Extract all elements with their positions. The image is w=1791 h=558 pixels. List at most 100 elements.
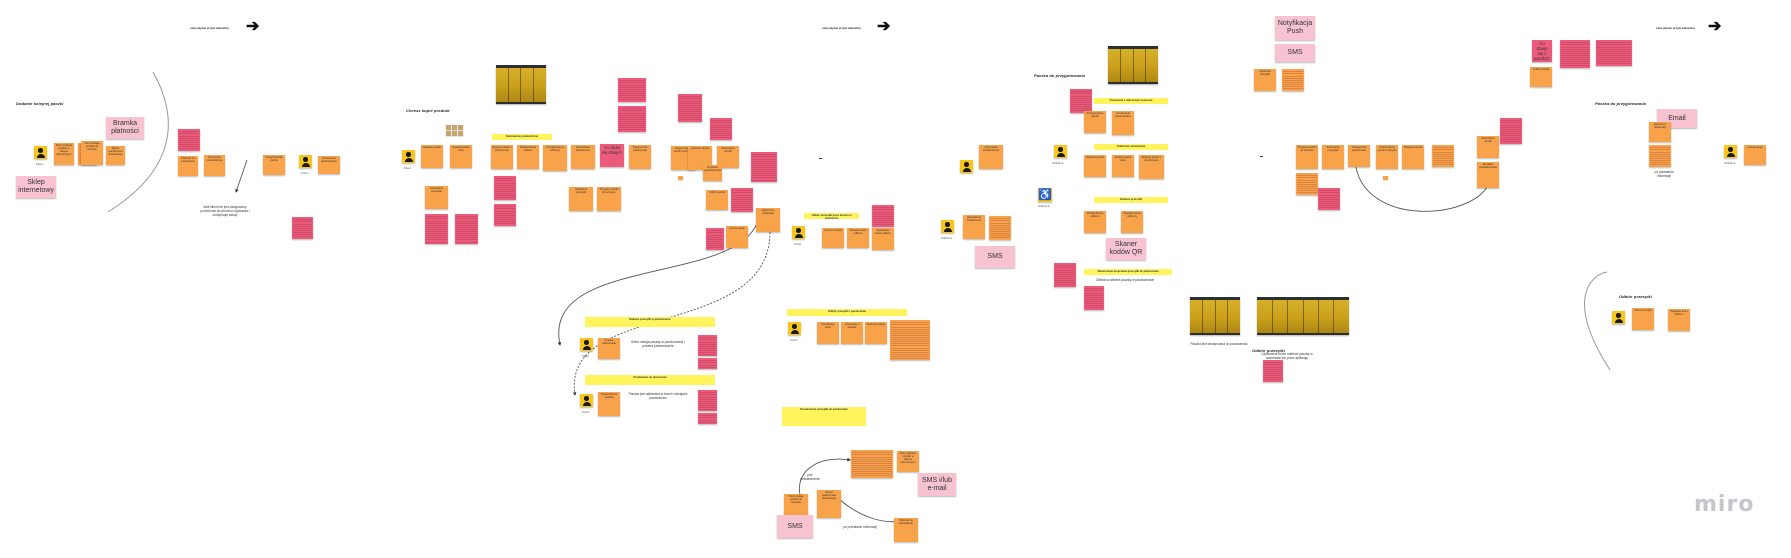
stage-label[interactable]: Dostarczenie przesyłki do paczkomatu	[782, 407, 866, 426]
sticky-note[interactable]: Powiadomienie odbiorcy	[1121, 211, 1143, 233]
red-sticky-note[interactable]	[872, 205, 894, 227]
sticky-note[interactable]: Nadanie paczki	[421, 145, 443, 168]
pink-note-sms[interactable]: SMS	[1275, 44, 1315, 62]
persona-avatar-icon[interactable]	[34, 146, 47, 159]
sticky-note[interactable]: Otwarcie skrytki	[1402, 145, 1424, 169]
red-sticky-note[interactable]	[1596, 40, 1632, 66]
stage-label[interactable]: Zamówienie potwierdzone	[492, 134, 552, 140]
sticky-note[interactable]: Potwierdzenie odbioru	[517, 145, 539, 169]
red-sticky-note[interactable]	[698, 413, 717, 424]
red-sticky-note[interactable]	[618, 106, 646, 132]
stage-label[interactable]: Przekazanie do doręczenia	[585, 375, 715, 385]
pink-note-sms[interactable]: SMS	[975, 246, 1015, 268]
sticky-note[interactable]: Klient wybiera produkt w sklepie interne…	[897, 451, 919, 472]
sticky-note[interactable]: Informacja o statusie	[841, 322, 863, 344]
sticky-note[interactable]	[989, 216, 1011, 240]
red-sticky-note[interactable]	[751, 152, 777, 182]
sticky-note[interactable]: Weryfikacja kodu	[817, 322, 839, 344]
red-sticky-note[interactable]	[618, 78, 646, 102]
sticky-note[interactable]: Odebranie przesyłki	[569, 187, 593, 211]
sticky-note[interactable]: Płatność za zamówienie	[178, 156, 198, 176]
sticky-note[interactable]	[1649, 145, 1671, 167]
pink-note-sklep[interactable]: Sklep internetowy	[16, 176, 56, 198]
sticky-note[interactable]: Otrzymanie potwierdzenia	[979, 145, 1003, 169]
persona-avatar-icon[interactable]	[792, 226, 805, 239]
red-sticky-note[interactable]	[1318, 188, 1340, 210]
red-sticky-note[interactable]	[1263, 360, 1283, 382]
pink-note-skaner[interactable]: Skaner kodów QR	[1106, 238, 1146, 260]
stage-label[interactable]: Paczkomat z widocznym numerem	[1094, 98, 1168, 104]
red-sticky-note[interactable]	[425, 214, 448, 244]
sticky-note[interactable]: Wyjęcie paczki z paczkomatu	[1139, 155, 1164, 179]
sticky-note[interactable]: Klient dodaje produkt do koszyka	[784, 494, 808, 518]
pink-note-bramka[interactable]: Bramka płatności	[106, 117, 144, 139]
persona-avatar-icon[interactable]	[788, 322, 801, 335]
sticky-note[interactable]: Sortowanie przesyłek	[425, 186, 448, 209]
red-sticky-note[interactable]	[731, 188, 753, 212]
sticky-note[interactable]: Nadanie paczki	[1084, 155, 1106, 177]
red-sticky-note[interactable]	[698, 358, 717, 369]
sticky-note[interactable]: Płatność za zamówienie	[894, 518, 918, 542]
sticky-note[interactable]: Zamówienie dostarczone	[571, 145, 595, 169]
stage-label[interactable]: Dodanie przesyłki	[1094, 197, 1168, 203]
stage-label[interactable]: Odebranie zamówienia	[1094, 144, 1168, 150]
sticky-note[interactable]	[851, 450, 893, 478]
persona-avatar-icon[interactable]	[1054, 145, 1067, 158]
pink-note-notyfikacja[interactable]: Notyfikacja Push	[1275, 16, 1315, 40]
persona-avatar-icon[interactable]	[1612, 311, 1625, 324]
sticky-note[interactable]: Przygotowanie paczki	[263, 155, 285, 175]
sticky-note[interactable]: Zgłoszenie reklamacji	[756, 208, 780, 232]
sticky-note[interactable]: Zeskanowanie kodu	[1112, 155, 1134, 177]
sticky-note[interactable]: Wyjęcie paczki z paczkomatu	[491, 145, 513, 169]
sticky-note[interactable]: Sortowanie przesyłek	[1322, 145, 1344, 169]
red-note-question[interactable]: Co dzieje się z paczką?	[1532, 40, 1552, 62]
stage-label[interactable]: Odbiór przesyłki przez kuriera w magazyn…	[804, 213, 859, 219]
sticky-note[interactable]: Zmiana paczkomatu	[598, 338, 620, 359]
red-sticky-note[interactable]	[698, 390, 717, 411]
persona-avatar-icon[interactable]	[960, 160, 973, 173]
sticky-note[interactable]: Zamówienie dostarczone	[963, 215, 985, 239]
sticky-note[interactable]: Zeskanowanie kodu	[450, 145, 472, 168]
sticky-note[interactable]: Potwierdzenie nadania	[598, 392, 620, 416]
pink-note-sms[interactable]: SMS	[777, 515, 813, 538]
persona-avatar-icon[interactable]	[580, 394, 593, 407]
red-sticky-note[interactable]	[706, 228, 724, 250]
sticky-note[interactable]: Potwierdzenie odbioru	[1084, 211, 1106, 233]
sticky-note[interactable]: Wydłużenie czasu odbioru	[872, 228, 894, 250]
sticky-note[interactable]: Wysłanie powiadomienia	[1477, 162, 1499, 188]
red-sticky-note[interactable]	[1084, 286, 1104, 310]
sticky-note[interactable]: Odbiór paczki	[706, 190, 728, 210]
sticky-note[interactable]	[1432, 145, 1454, 167]
sticky-note[interactable]: Wpisanie kodu odbioru	[847, 228, 869, 248]
sticky-note[interactable]: Transport do paczkomatu	[1348, 145, 1370, 167]
sticky-note[interactable]: Ocena usługi	[1744, 145, 1766, 165]
sticky-note[interactable]: Transport do paczkomatu	[629, 145, 651, 169]
red-sticky-note[interactable]	[178, 129, 200, 151]
red-sticky-note[interactable]	[1054, 263, 1076, 287]
sticky-note[interactable]: Oznaczenie paczki kodem	[318, 156, 340, 174]
sticky-note[interactable]: Przygotowanie paczki	[1084, 111, 1106, 133]
red-sticky-note[interactable]	[1560, 40, 1590, 68]
persona-avatar-icon[interactable]	[1724, 145, 1737, 158]
sticky-note[interactable]: Wybór paczkomatu docelowego	[817, 490, 841, 518]
sticky-note[interactable]: Klient dodaje produkt do koszyka	[81, 141, 103, 165]
sticky-note[interactable]: Odebranie przesyłki	[1254, 69, 1276, 91]
sticky-note[interactable]: Przyjęcie paczki do sortowni	[1296, 145, 1318, 169]
persona-avatar-icon[interactable]	[299, 155, 312, 168]
red-sticky-note[interactable]	[455, 214, 478, 244]
sticky-note[interactable]: Przyjęcie paczki do sortowni	[597, 187, 621, 211]
sticky-note[interactable]: Oznaczenie paczki kodem	[1112, 111, 1134, 135]
red-sticky-note[interactable]	[698, 335, 717, 356]
red-note-question[interactable]: Co dalej się dzieje?	[600, 144, 624, 167]
persona-avatar-icon[interactable]	[402, 150, 415, 163]
sticky-note[interactable]: Wydruk etykiety	[865, 322, 887, 344]
red-sticky-note[interactable]	[494, 204, 516, 226]
sticky-note[interactable]: Wpisanie kodu odbioru	[1668, 309, 1690, 331]
persona-avatar-icon[interactable]	[941, 220, 954, 233]
red-sticky-note[interactable]	[494, 176, 516, 200]
red-sticky-note[interactable]	[1500, 118, 1522, 144]
sticky-note[interactable]: Otrzymanie potwierdzenia	[204, 155, 225, 176]
sticky-note[interactable]: Zamknięcie skrytki	[1477, 136, 1499, 158]
sticky-note[interactable]: Powiadomienie odbiorcy	[543, 145, 567, 171]
sticky-note[interactable]: Zwrot przesyłki	[822, 228, 844, 248]
